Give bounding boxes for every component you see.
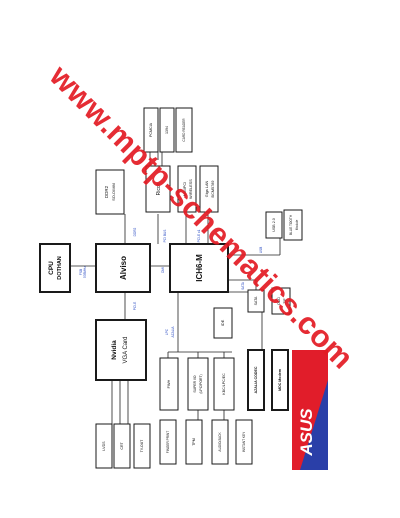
- tv-out-label: TV-OUT: [140, 440, 144, 452]
- dmi-bus-label: DMI: [161, 267, 165, 273]
- minipci-block: MINIPCI WIRELESS: [177, 165, 197, 213]
- tv-out-block: TV-OUT: [133, 423, 151, 469]
- connection-lines: [70, 152, 281, 424]
- ide-block: IDE: [213, 307, 233, 339]
- card-reader-label: CARD READER: [182, 118, 186, 142]
- ieee1394-label: 1394: [165, 126, 169, 134]
- asus-logo: ASUS: [292, 350, 328, 470]
- azalia-codec-label: AZALIA CODEC: [254, 366, 258, 393]
- tpm-label: TPM: [192, 438, 196, 446]
- crt-label: CRT: [120, 442, 124, 450]
- usb-bus-label: USB: [259, 247, 263, 254]
- cpu-label: CPU: [48, 261, 55, 275]
- bluetooth-label: BLUE TOOTH: [289, 214, 293, 235]
- wireless-label: WIRELESS: [189, 179, 193, 199]
- sodimm-label: SO-DIMM: [111, 183, 116, 201]
- vga-card-label: VGA Card: [123, 336, 129, 363]
- logo-blue-triangle: [300, 380, 328, 470]
- usb-block: USB 2.0: [265, 211, 283, 239]
- ich6m-block: ICH6-M: [169, 243, 229, 293]
- cpu-block: CPU DOTHAN: [39, 243, 71, 293]
- card-reader-block: CARD READER: [175, 107, 193, 153]
- ddr-bus-label: DDR2: [133, 227, 137, 236]
- bluetooth-block: BLUE TOOTH Module: [283, 209, 303, 241]
- mdc-modem-label: MDC Modem: [278, 369, 282, 391]
- azalia-codec-block: AZALIA CODEC: [247, 349, 265, 411]
- ide-label: IDE: [220, 319, 225, 326]
- mdc-modem-block: MDC Modem: [271, 349, 289, 411]
- ich6m-label: ICH6-M: [195, 254, 204, 282]
- odd-sub-label: ZIF: [283, 298, 287, 304]
- pcmcia-label: PCMCIA: [149, 122, 153, 137]
- instant-key-label: INSTANT KEY: [242, 431, 246, 452]
- giga-lan-label: Giga LAN: [205, 181, 209, 198]
- nvidia-block: Nvidia VGA Card: [95, 319, 147, 381]
- lan-chip-label: BCM5789: [211, 181, 215, 198]
- tpm-block: TPM: [185, 419, 203, 465]
- super-io-sub-label: (LPC/PORT): [199, 374, 203, 393]
- kbc-ec-label: KBC/LPC/EC: [222, 373, 226, 395]
- fsb-speed-label: 533MHz: [83, 266, 87, 278]
- ddr2-label: DDR2: [104, 185, 109, 198]
- instant-key-block: INSTANT KEY: [235, 419, 253, 465]
- ricoh-block: Ricoh: [145, 165, 171, 213]
- alviso-block: Alviso: [95, 243, 151, 293]
- sata-bus-label: SATA: [241, 281, 245, 290]
- pcie-x1-bus-label: PCI-E x1: [197, 229, 201, 242]
- lpc-bus-label: LPC: [165, 328, 169, 335]
- watermark-text: www.mptp-schematics.com: [42, 57, 360, 375]
- ricoh-label: Ricoh: [156, 182, 162, 195]
- bus-labels: FSB 533MHz DDR2 DMI PCI-E PCI BUS PCI-E …: [79, 227, 263, 337]
- super-io-label: SUPER I/O: [193, 375, 197, 393]
- pci-bus-label: PCI BUS: [163, 230, 167, 243]
- sata-label: SATA: [254, 296, 258, 305]
- audio-jack-label: AUDIO/JACK: [218, 432, 222, 452]
- ddr2-block: DDR2 SO-DIMM: [95, 169, 125, 215]
- odd-label: ODD: [277, 297, 281, 305]
- fsb-label: FSB: [79, 269, 83, 275]
- super-io-block: SUPER I/O (LPC/PORT): [187, 357, 209, 411]
- fwh-block: FWH: [159, 357, 179, 411]
- kbc-ec-block: KBC/LPC/EC: [213, 357, 235, 411]
- lvds-block: LVDS: [95, 423, 113, 469]
- minipci-label: MINIPCI: [183, 182, 187, 196]
- fwh-label: FWH: [167, 379, 171, 388]
- lvds-label: LVDS: [102, 441, 106, 451]
- cpu-sub-label: DOTHAN: [57, 256, 63, 280]
- odd-block: ODD ZIF: [271, 287, 291, 315]
- crt-block: CRT: [113, 423, 131, 469]
- asus-wordmark: ASUS: [297, 408, 316, 457]
- bluetooth-sub-label: Module: [295, 220, 299, 231]
- azalia-bus-label: AZALIA: [171, 326, 175, 338]
- pcie-bus-label: PCI-E: [133, 302, 137, 311]
- audio-jack-block: AUDIO/JACK: [211, 419, 229, 465]
- ieee1394-block: 1394: [159, 107, 175, 153]
- nvidia-label: Nvidia: [111, 340, 118, 360]
- sata-block: SATA: [247, 289, 265, 313]
- finger-print-label: FINGER PRINT: [166, 431, 170, 454]
- finger-print-block: FINGER PRINT: [159, 419, 177, 465]
- alviso-label: Alviso: [119, 256, 128, 280]
- pcmcia-block: PCMCIA: [143, 107, 159, 153]
- giga-lan-block: Giga LAN BCM5789: [199, 165, 219, 213]
- usb-label: USB 2.0: [272, 218, 276, 231]
